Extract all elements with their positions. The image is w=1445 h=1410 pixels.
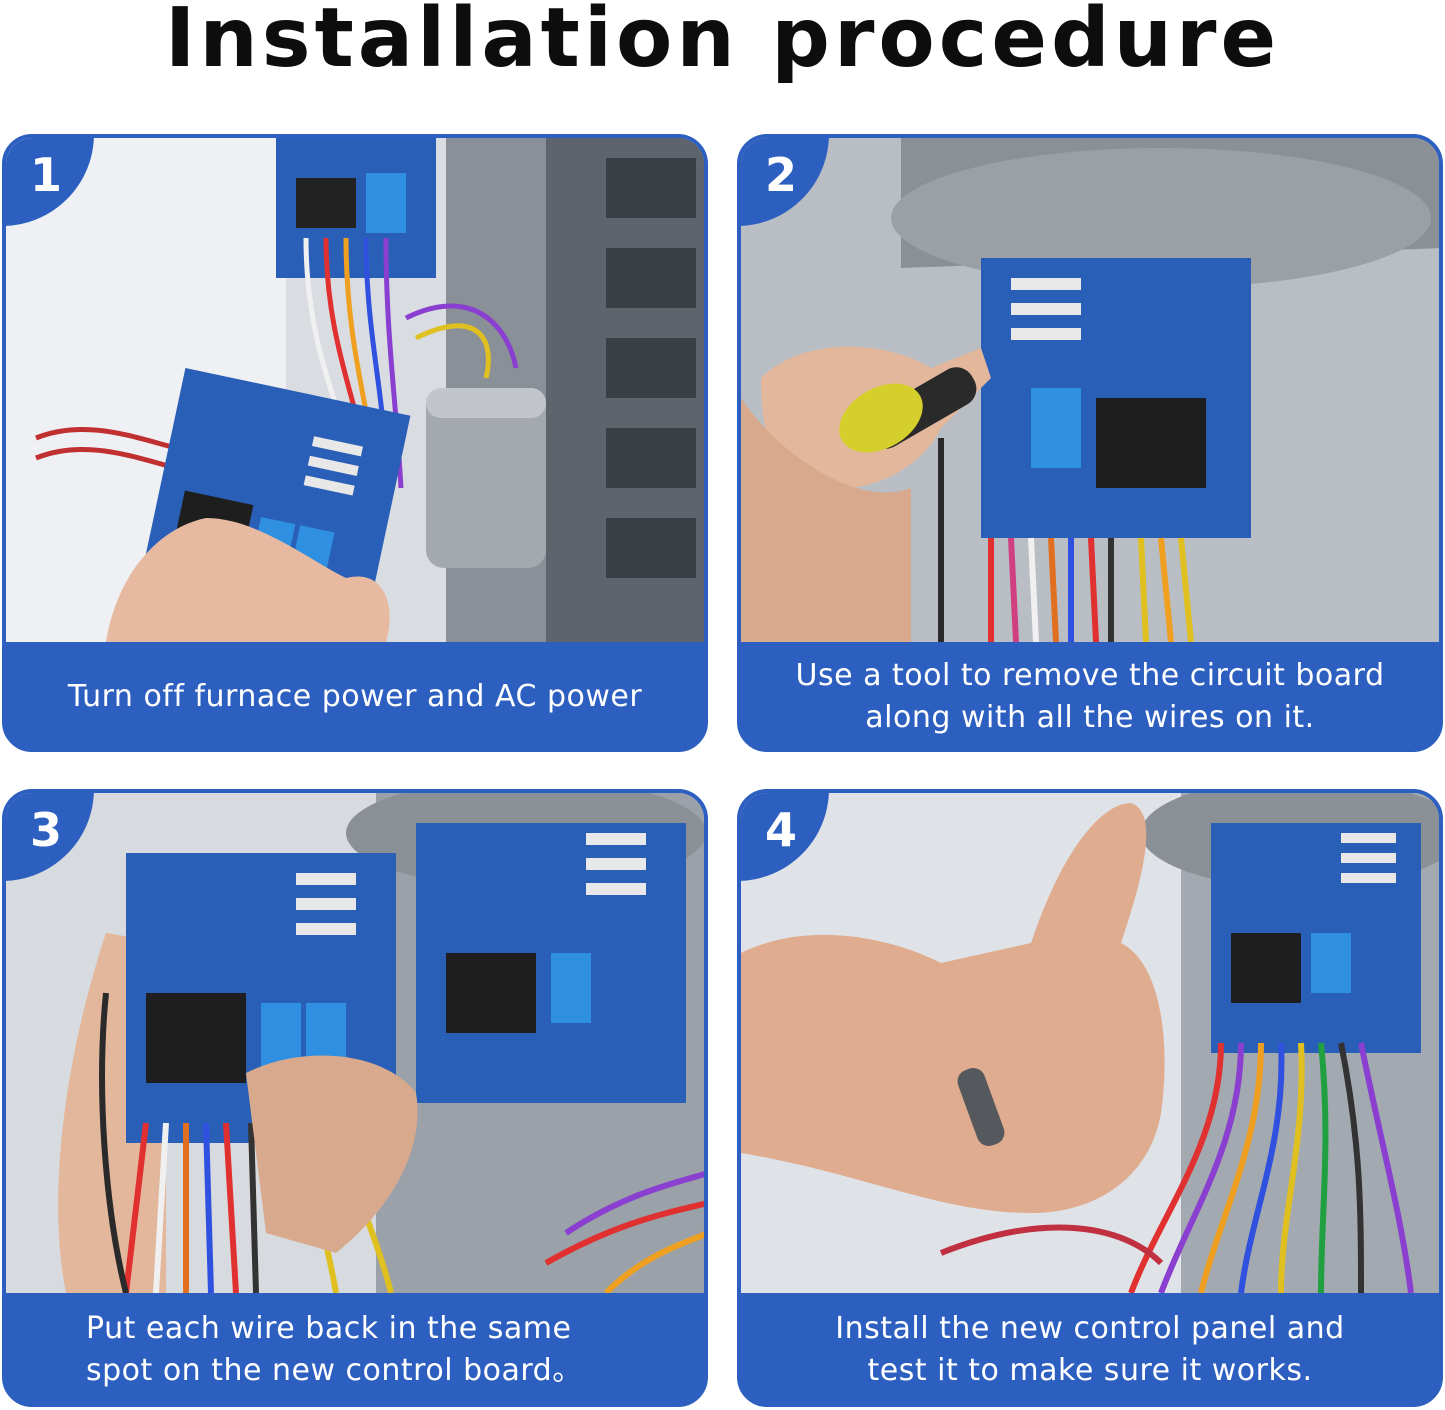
step-4-card: 4 Install the new control panel and test… bbox=[737, 789, 1443, 1407]
step-3-badge: 3 bbox=[6, 793, 94, 881]
step-1-photo: 1 bbox=[6, 138, 704, 642]
step-4-number: 4 bbox=[764, 803, 797, 857]
step-1-badge: 1 bbox=[6, 138, 94, 226]
step-2-number: 2 bbox=[764, 148, 797, 202]
step-1-number: 1 bbox=[29, 148, 62, 202]
step-4-photo: 4 bbox=[741, 793, 1439, 1293]
step-2-photo: 2 bbox=[741, 138, 1439, 642]
step-2-badge: 2 bbox=[741, 138, 829, 226]
step-4-caption: Install the new control panel and test i… bbox=[741, 1293, 1439, 1403]
step-2-caption-text: Use a tool to remove the circuit board a… bbox=[795, 658, 1385, 735]
step-2-caption: Use a tool to remove the circuit board a… bbox=[741, 642, 1439, 748]
step-3-number: 3 bbox=[29, 803, 62, 857]
page-title: Installation procedure bbox=[164, 0, 1281, 86]
step-1-caption-text: Turn off furnace power and AC power bbox=[67, 679, 643, 714]
step-1-caption: Turn off furnace power and AC power bbox=[6, 642, 704, 748]
step-3-caption: Put each wire back in the same spot on t… bbox=[6, 1293, 704, 1403]
step-4-caption-text: Install the new control panel and test i… bbox=[835, 1311, 1345, 1388]
step-3-photo: 3 bbox=[6, 793, 704, 1293]
step-3-card: 3 Put each wire back in the same spot on… bbox=[2, 789, 708, 1407]
step-1-card: 1 Turn off furnace power and AC power bbox=[2, 134, 708, 752]
step-3-caption-text: Put each wire back in the same spot on t… bbox=[86, 1311, 583, 1388]
step-2-card: 2 Use a tool to remove the circuit board… bbox=[737, 134, 1443, 752]
